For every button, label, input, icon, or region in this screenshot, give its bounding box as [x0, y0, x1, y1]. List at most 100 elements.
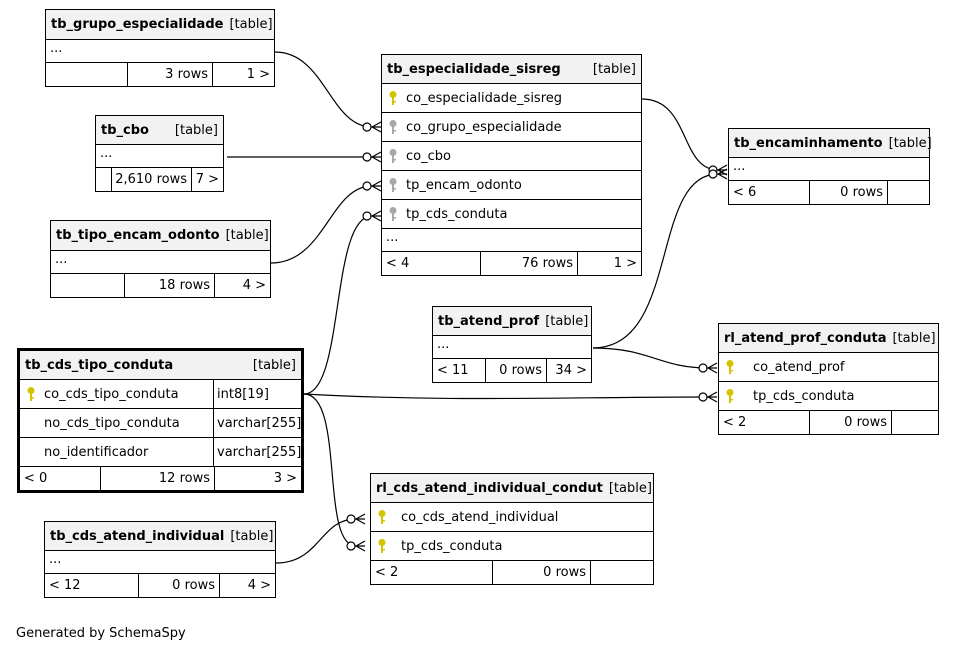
table-tag: [table]: [608, 480, 652, 496]
row-count: 0 rows: [138, 574, 219, 597]
more-columns: ...: [729, 158, 929, 181]
foreign-key-icon: [382, 148, 404, 164]
column-row: no_cds_tipo_conduta varchar[255]: [20, 409, 301, 438]
optional-marker: [346, 514, 356, 524]
foreign-key-icon: [382, 177, 404, 193]
table-especialidade-sisreg[interactable]: tb_especialidade_sisreg [table] co_especi…: [381, 54, 642, 276]
column-name: co_atend_prof: [753, 359, 845, 375]
parent-count: [51, 274, 124, 297]
row-count: 3 rows: [127, 63, 212, 86]
table-cds-tipo-conduta[interactable]: tb_cds_tipo_conduta [table] co_cds_tipo_c…: [17, 348, 304, 493]
optional-marker: [362, 122, 372, 132]
table-tipo-encam-odonto[interactable]: tb_tipo_encam_odonto[table] ... 18 rows …: [50, 220, 271, 298]
row-count: 0 rows: [492, 561, 590, 584]
parent-count: < 12: [49, 578, 81, 593]
table-cds-atend-individual[interactable]: tb_cds_atend_individual[table] ... < 12 …: [44, 521, 276, 598]
table-rl-atend-prof-conduta[interactable]: rl_atend_prof_conduta[table] co_atend_pr…: [718, 323, 939, 435]
table-cbo[interactable]: tb_cbo[table] ... 2,610 rows 7 >: [95, 115, 224, 192]
row-count: 0 rows: [809, 411, 891, 434]
column-type: int8[19]: [213, 380, 301, 408]
child-count: 4 >: [219, 574, 275, 597]
primary-key-icon: [371, 538, 393, 554]
primary-key-icon: [371, 509, 393, 525]
column-name: co_grupo_especialidade: [406, 119, 562, 135]
table-atend-prof[interactable]: tb_atend_prof[table] ... < 11 0 rows 34 …: [432, 306, 592, 383]
column-name: co_cds_tipo_conduta: [44, 386, 179, 402]
child-count: [887, 181, 929, 204]
column-name: co_cds_atend_individual: [401, 509, 559, 525]
row-count: 76 rows: [480, 252, 577, 275]
crows-foot-marker: [355, 540, 366, 552]
foreign-key-icon: [382, 206, 404, 222]
optional-marker: [362, 152, 372, 162]
row-count: 0 rows: [485, 359, 546, 382]
parent-count: < 2: [375, 565, 399, 580]
column-row: co_atend_prof: [719, 353, 938, 382]
column-row: co_grupo_especialidade: [382, 113, 641, 142]
column-name: co_cbo: [406, 148, 451, 164]
table-tag: [table]: [888, 135, 932, 151]
table-tag: [table]: [229, 17, 273, 32]
table-grupo-especialidade[interactable]: tb_grupo_especialidade [table] ... 3 rows…: [45, 9, 275, 87]
more-columns: ...: [46, 40, 274, 63]
parent-count: < 0: [24, 471, 48, 486]
table-encaminhamento[interactable]: tb_encaminhamento[table] ... < 6 0 rows: [728, 128, 932, 205]
optional-marker: [346, 541, 356, 551]
crows-foot-marker: [707, 391, 718, 403]
primary-key-icon: [20, 386, 42, 402]
crows-foot-marker: [371, 210, 382, 222]
more-columns: ...: [433, 336, 591, 359]
row-count: 0 rows: [809, 181, 887, 204]
table-title: tb_atend_prof: [438, 313, 540, 329]
table-tag: [table]: [174, 122, 218, 138]
column-row: tp_cds_conduta: [382, 200, 641, 229]
crows-foot-marker: [371, 180, 382, 192]
parent-count: < 4: [386, 256, 410, 271]
table-tag: [table]: [252, 357, 296, 373]
parent-count: [46, 63, 127, 86]
edge-tipo-encam: [270, 185, 373, 264]
edge-atend-rl: [592, 347, 709, 369]
row-count: 2,610 rows: [111, 168, 191, 191]
crows-foot-marker: [707, 362, 718, 374]
child-count: 3 >: [214, 467, 301, 490]
edge-conduta-rl-indiv: [303, 393, 357, 547]
column-row: co_cds_atend_individual: [371, 503, 653, 532]
more-columns: ...: [96, 145, 223, 168]
child-count: 4 >: [214, 274, 270, 297]
column-name: co_especialidade_sisreg: [406, 90, 563, 106]
optional-marker: [708, 169, 718, 179]
column-row: tp_cds_conduta: [371, 532, 653, 561]
table-rl-cds-atend-individual-condut[interactable]: rl_cds_atend_individual_condut[table] co…: [370, 473, 654, 585]
primary-key-icon: [719, 359, 741, 375]
more-columns: ...: [382, 229, 641, 252]
table-title: tb_cds_tipo_conduta: [25, 357, 174, 373]
edge-atend-encaminhamento: [592, 173, 719, 349]
crows-foot-marker: [371, 121, 382, 133]
child-count: 34 >: [546, 359, 591, 382]
primary-key-icon: [382, 90, 404, 106]
crows-foot-marker: [355, 513, 366, 525]
column-type: varchar[255]: [213, 438, 301, 466]
optional-marker: [362, 211, 372, 221]
column-row: tp_cds_conduta: [719, 382, 938, 411]
table-title: tb_grupo_especialidade: [51, 17, 224, 32]
child-count: [590, 561, 653, 584]
edge-conduta-especialidade: [303, 215, 373, 395]
edge-especialidade-encaminhamento: [641, 98, 719, 171]
table-tag: [table]: [892, 330, 936, 346]
table-tag: [table]: [592, 61, 636, 77]
table-title: tb_especialidade_sisreg: [387, 61, 561, 77]
column-name: tp_cds_conduta: [406, 206, 508, 222]
generated-by-label: Generated by SchemaSpy: [16, 626, 186, 641]
table-title: tb_cds_atend_individual: [50, 528, 225, 544]
child-count: 1 >: [212, 63, 274, 86]
column-name: tp_cds_conduta: [753, 388, 855, 404]
table-title: tb_tipo_encam_odonto: [56, 228, 220, 243]
optional-marker: [362, 181, 372, 191]
column-type: varchar[255]: [213, 409, 301, 437]
column-name: no_cds_tipo_conduta: [44, 415, 180, 431]
table-title: tb_cbo: [101, 122, 149, 138]
